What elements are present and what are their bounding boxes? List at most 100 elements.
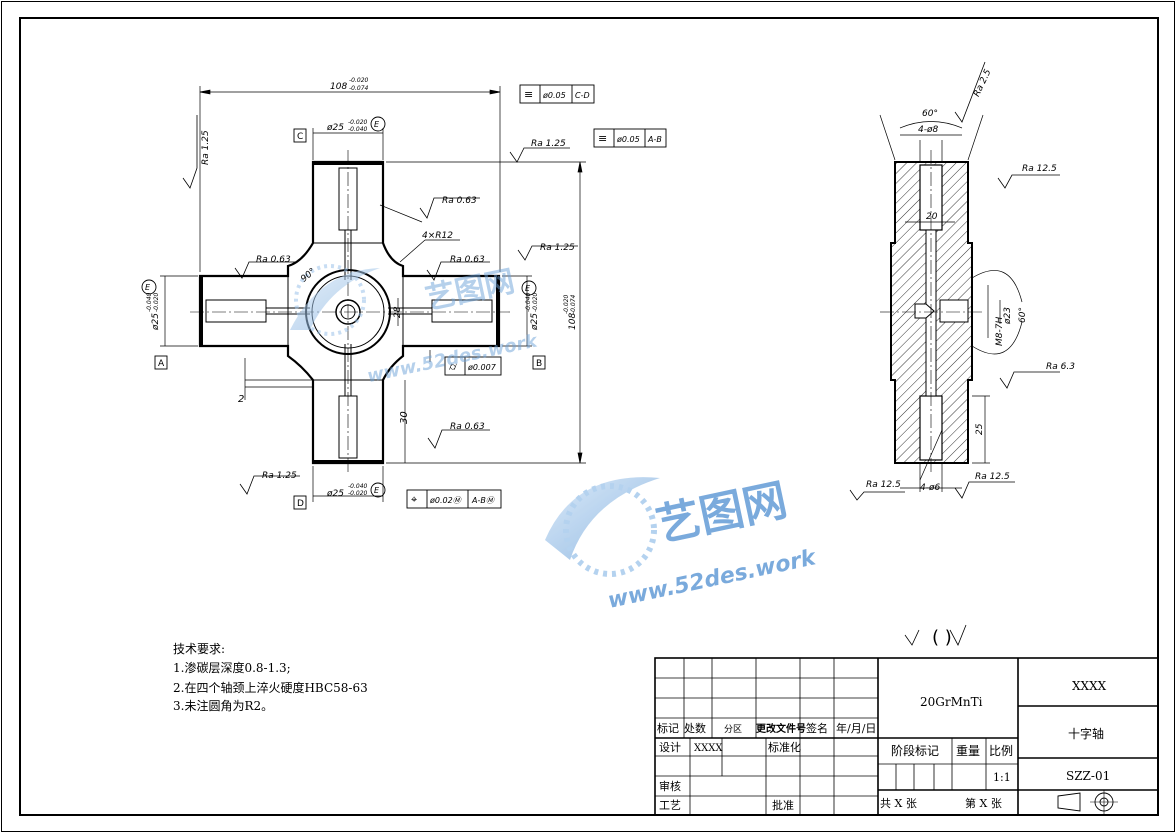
tb-drawing-no: SZZ-01	[1066, 769, 1110, 783]
dim-holes-bottom: 4-ø6	[920, 483, 940, 493]
envelope-e-left: E	[145, 283, 151, 292]
dim-bottom-journal: ø25	[326, 489, 344, 499]
ra-top: Ra 1.25	[531, 139, 566, 149]
tb-col-mark: 标记	[657, 721, 679, 735]
notes-line2: 2.在四个轴颈上淬火硬度HBC58-63	[173, 680, 368, 695]
tb-review: 审核	[659, 779, 681, 793]
datum-c: C	[297, 132, 303, 142]
tb-company: XXXX	[1072, 679, 1107, 693]
side-section-view	[880, 150, 985, 475]
ra-063-a: Ra 0.63	[442, 196, 477, 206]
fcf-top-ref: C-D	[575, 91, 590, 100]
fcf-cyl-tol: ø0.007	[467, 363, 497, 372]
watermark-url-large: www.52des.work	[606, 545, 819, 614]
side-dimensions	[879, 114, 1023, 492]
datum-b: B	[536, 359, 542, 369]
dim-30: 30	[399, 411, 410, 424]
gdt-frames	[141, 84, 667, 510]
tb-col-sign: 签名	[806, 721, 828, 735]
dim-28: 28	[393, 306, 403, 318]
dim-overall-height: 108	[568, 313, 578, 330]
dim-top-tol-lower: -0.040	[348, 126, 368, 133]
dim-height-tol-upper: -0.020	[563, 294, 570, 314]
fcf-right-ref: A-B	[647, 135, 662, 144]
dim-right-tol-upper: -0.040	[525, 292, 532, 312]
ra-063-d: Ra 0.63	[450, 422, 485, 432]
tb-part-name: 十字轴	[1068, 726, 1104, 741]
dim-overall-width: 108	[330, 82, 347, 92]
watermark-logo-large	[545, 477, 660, 577]
datum-d: D	[297, 499, 304, 509]
gdt-symmetry-icon-top: ≡	[524, 88, 533, 101]
tb-sheet-no: 第 X 张	[965, 796, 1002, 810]
gdt-symmetry-icon-right: ≡	[598, 132, 607, 145]
dim-25: 25	[975, 423, 985, 435]
tb-stage: 阶段标记	[891, 743, 939, 758]
dim-fillet: 4×R12	[422, 231, 453, 241]
notes-line3: 3.未注圆角为R2。	[173, 698, 273, 713]
envelope-e-top: E	[374, 120, 380, 129]
ra-right: Ra 1.25	[540, 243, 575, 253]
dim-overall-width-tol-upper: -0.020	[349, 77, 369, 84]
title-block	[654, 657, 1159, 816]
fcf-top-tol: ø0.05	[542, 91, 566, 100]
tb-material: 20GrMnTi	[920, 695, 983, 709]
dim-angle-60-top: 60°	[922, 109, 938, 119]
general-roughness: ( )	[932, 627, 952, 648]
dim-top-journal: ø25	[326, 123, 344, 133]
ra-125-side: Ra 12.5	[1022, 164, 1057, 174]
fcf-pos-tol: ø0.02Ⓜ	[429, 496, 463, 505]
tb-process: 工艺	[659, 799, 681, 812]
dim-20: 20	[926, 212, 938, 222]
dim-holes-top: 4-ø8	[918, 125, 938, 135]
tb-sheets-total: 共 X 张	[880, 797, 917, 810]
tb-col-change: 更改文件号	[756, 722, 806, 735]
tb-scale: 1:1	[993, 771, 1011, 784]
envelope-e-right: E	[525, 284, 531, 293]
tb-approve: 批准	[772, 798, 794, 812]
dim-23: ø23	[1003, 307, 1013, 325]
notes-title: 技术要求:	[173, 642, 225, 656]
dim-left-tol-lower: -0.020	[153, 292, 160, 312]
dim-overall-width-tol-lower: -0.074	[349, 85, 369, 92]
dim-top-tol-upper: -0.020	[348, 119, 368, 126]
watermark-cn-small: 艺图网	[422, 264, 517, 317]
ra-63-side: Ra 6.3	[1046, 362, 1075, 372]
watermark-url-small: www.52des.work	[365, 330, 540, 387]
ra-125-bottom-right: Ra 12.5	[975, 472, 1010, 482]
dim-bottom-tol-lower: -0.020	[348, 490, 368, 497]
dim-thread: M8-7H	[995, 317, 1005, 346]
notes-line1: 1.渗碳层深度0.8-1.3;	[173, 660, 291, 675]
dim-height-tol-lower: -0.074	[570, 294, 577, 314]
inner-frame	[19, 17, 1159, 816]
fcf-right-tol: ø0.05	[616, 135, 640, 144]
ra-bottom: Ra 1.25	[262, 471, 297, 481]
dim-right-journal: ø25	[530, 313, 540, 331]
roughness-symbols-front	[182, 115, 578, 495]
dim-2: 2	[238, 394, 244, 405]
tb-design: 设计	[659, 741, 681, 754]
tb-standard: 标准化	[768, 740, 801, 754]
front-dimensions	[160, 86, 586, 502]
envelope-e-bottom: E	[374, 486, 380, 495]
dim-left-tol-upper: -0.040	[146, 292, 153, 312]
tb-designer: XXXX	[694, 743, 723, 754]
ra-125-bottom-left: Ra 12.5	[866, 480, 901, 490]
tb-col-count: 处数	[684, 722, 706, 735]
watermark-cn-large: 艺图网	[652, 475, 792, 552]
tb-weight: 重量	[956, 744, 980, 758]
dim-angle-60-side: 60°	[1018, 307, 1028, 323]
watermark-logo-small	[290, 264, 380, 336]
datum-a: A	[158, 359, 165, 369]
ra-25: Ra 2.5	[972, 68, 993, 99]
roughness-symbols-side	[849, 61, 1060, 646]
fcf-pos-ref: A-BⓂ	[471, 496, 496, 505]
dim-bottom-tol-upper: -0.040	[348, 483, 368, 490]
tb-scale-label: 比例	[989, 744, 1013, 758]
gdt-cylindricity-icon: ⌭	[449, 360, 457, 373]
dim-right-tol-lower: -0.020	[532, 292, 539, 312]
tb-col-zone: 分区	[724, 724, 742, 735]
